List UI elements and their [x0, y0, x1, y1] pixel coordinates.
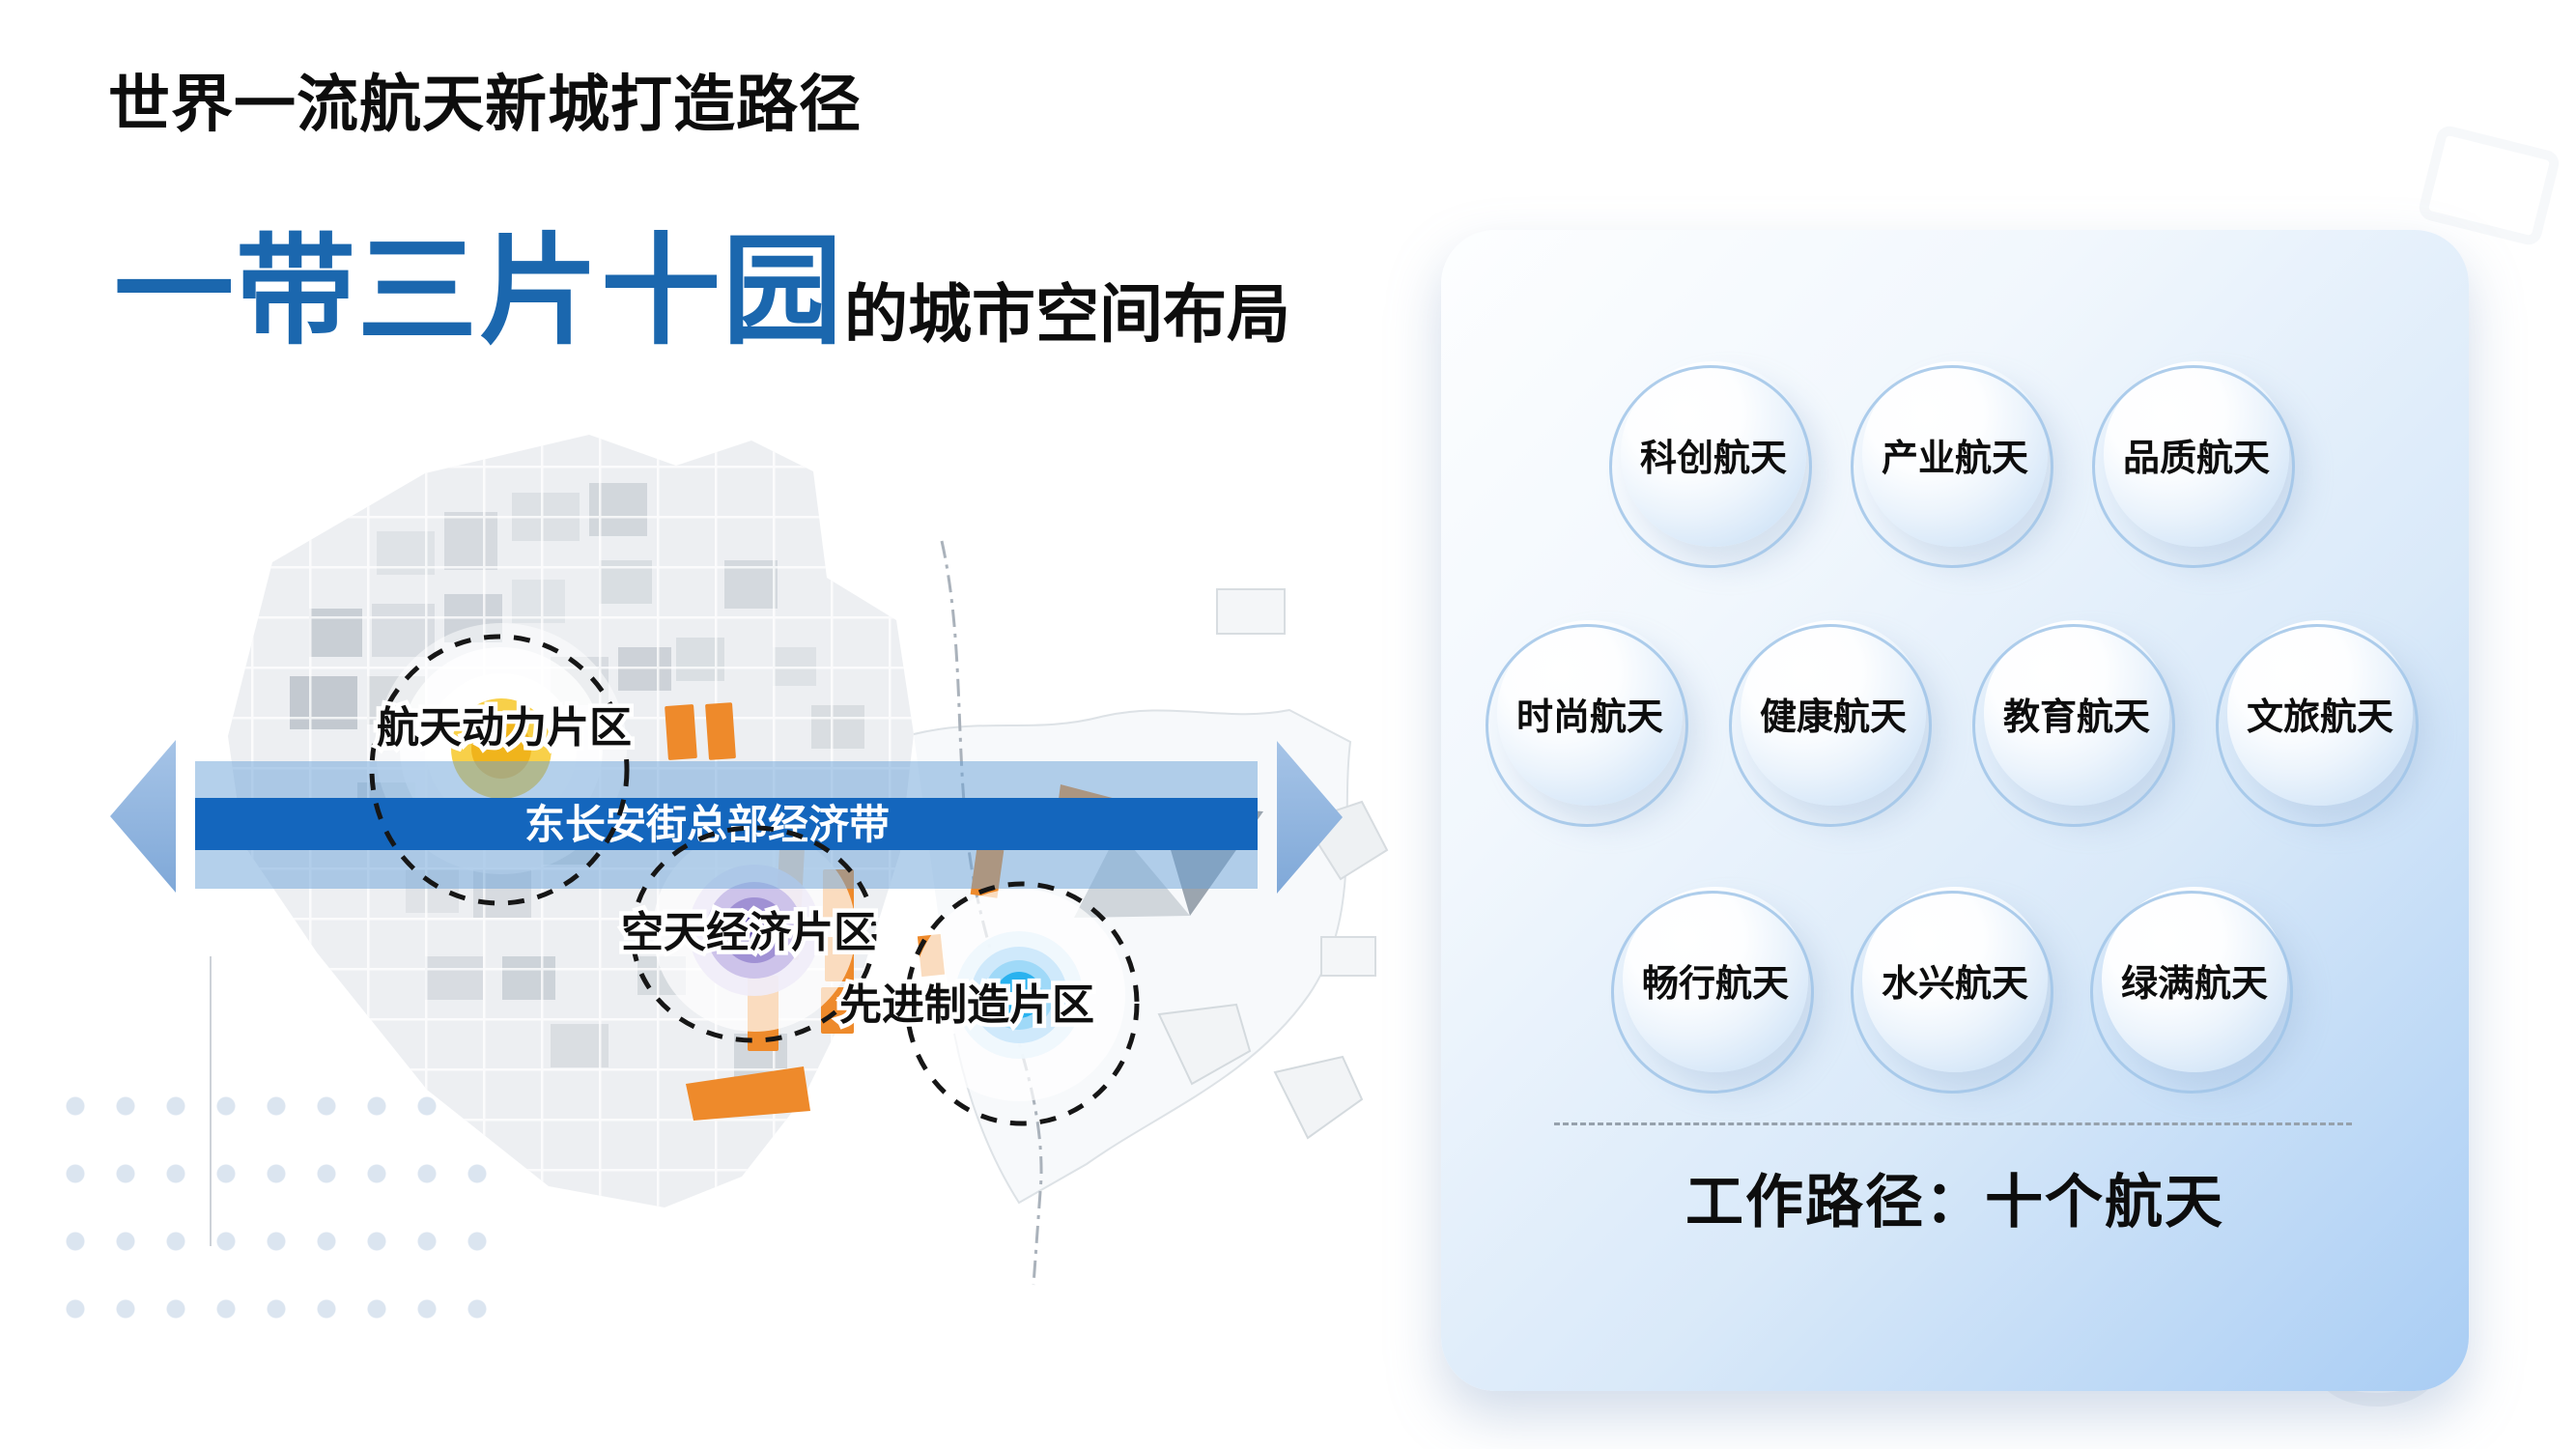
belt-arrow-right	[1277, 741, 1343, 894]
district-core-economy	[689, 865, 820, 996]
bubble-label: 绿满航天	[2120, 963, 2268, 1005]
bubble-label: 产业航天	[1881, 438, 2028, 479]
bubble-label: 品质航天	[2122, 438, 2270, 479]
bubble-label: 畅行航天	[1641, 963, 1789, 1005]
page-title: 世界一流航天新城打造路径	[108, 70, 862, 139]
headline: 一带三片十园 的城市空间布局	[114, 232, 1290, 352]
bubble-row-2: 时尚航天 健康航天 教育航天 文旅航天	[1441, 620, 2469, 827]
bubble-label: 健康航天	[1759, 696, 1907, 738]
district-label-manufacturing: 先进制造片区	[839, 981, 1094, 1029]
bubble-label: 文旅航天	[2246, 696, 2393, 738]
bubble-changxing: 畅行航天	[1611, 887, 1814, 1094]
bubble-pinzhi: 品质航天	[2092, 361, 2295, 568]
district-dashed-circles	[369, 634, 1140, 1126]
bubble-chanye: 产业航天	[1851, 361, 2053, 568]
bubble-label: 水兴航天	[1881, 963, 2028, 1005]
panel-caption: 工作路径：十个航天	[1685, 1170, 2224, 1235]
bubble-shuixing: 水兴航天	[1851, 887, 2053, 1094]
district-core-manufacturing	[955, 931, 1083, 1059]
belt-arrow-left	[110, 740, 176, 893]
bubble-jiaoyu: 教育航天	[1972, 620, 2175, 827]
city-plan-map: 东长安街总部经济带 航天动力片区 空天经济片区 先进制造片区	[106, 415, 1401, 1323]
belt-label: 东长安街总部经济带	[524, 802, 890, 847]
bubble-wenlv: 文旅航天	[2216, 620, 2419, 827]
watermark-top-right	[2416, 123, 2562, 248]
dashed-divider	[1554, 1122, 2352, 1125]
bubble-label: 时尚航天	[1515, 696, 1663, 738]
bubble-row-3: 畅行航天 水兴航天 绿满航天	[1441, 887, 2469, 1094]
headline-highlight: 一带三片十园	[114, 225, 845, 358]
dot-grid-decoration	[44, 1066, 498, 1349]
ten-aerospace-panel: 科创航天 产业航天 品质航天 时尚航天 健康航天 教育航天 文旅航天 畅行航天 …	[1441, 230, 2469, 1391]
bubble-label: 科创航天	[1639, 438, 1787, 479]
city-plan-svg: 东长安街总部经济带 航天动力片区 空天经济片区 先进制造片区	[110, 435, 1389, 1286]
bubble-shishang: 时尚航天	[1486, 620, 1688, 827]
belt: 东长安街总部经济带	[195, 761, 1258, 889]
bubble-kechuang: 科创航天	[1609, 361, 1812, 568]
bubble-lvman: 绿满航天	[2090, 887, 2293, 1094]
district-label-power: 航天动力片区	[377, 704, 632, 752]
bubble-label: 教育航天	[2002, 696, 2150, 738]
district-label-economy: 空天经济片区	[621, 909, 876, 956]
headline-rest: 的城市空间布局	[844, 278, 1291, 350]
bubble-jiankang: 健康航天	[1729, 620, 1932, 827]
bubble-row-1: 科创航天 产业航天 品质航天	[1441, 361, 2469, 568]
